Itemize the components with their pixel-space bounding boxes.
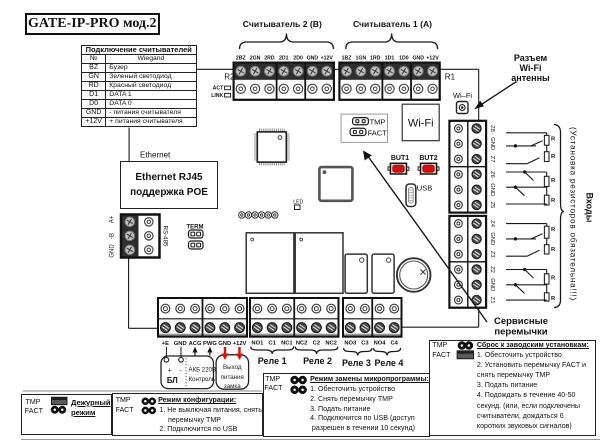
svg-text:LINK: LINK — [211, 93, 223, 99]
svg-text:C4: C4 — [390, 341, 398, 347]
svg-text:БЛ: БЛ — [167, 376, 178, 385]
svg-text:+: + — [168, 367, 172, 374]
svg-text:2GN: 2GN — [250, 55, 261, 61]
svg-text:2D1: 2D1 — [279, 55, 289, 61]
svg-text:Z6: Z6 — [489, 171, 495, 178]
svg-text:GND: GND — [489, 278, 495, 291]
svg-text:Z8: Z8 — [489, 125, 495, 132]
svg-text:NO3: NO3 — [344, 341, 357, 347]
svg-text:Z5: Z5 — [489, 202, 495, 209]
svg-text:R2: R2 — [224, 73, 235, 82]
svg-text:LED: LED — [293, 199, 303, 205]
svg-text:Z2: Z2 — [489, 266, 495, 273]
svg-text:Реле 4: Реле 4 — [375, 358, 404, 368]
svg-text:R: R — [551, 296, 556, 302]
svg-text:ACT: ACT — [213, 86, 224, 92]
svg-text:GND: GND — [489, 183, 495, 196]
svg-text:перемычки: перемычки — [494, 327, 547, 338]
svg-text:R: R — [551, 136, 556, 142]
svg-text:ACG: ACG — [189, 341, 202, 347]
svg-text:NC1: NC1 — [281, 341, 293, 347]
svg-text:NO4: NO4 — [374, 341, 387, 347]
svg-text:USB: USB — [417, 184, 432, 193]
svg-text:FACT: FACT — [368, 128, 388, 137]
svg-text:RS-485: RS-485 — [162, 226, 169, 248]
svg-text:1GN: 1GN — [356, 55, 367, 61]
svg-text:A+: A+ — [110, 215, 116, 223]
svg-text:GND: GND — [412, 55, 424, 61]
svg-text:-B: -B — [110, 233, 116, 239]
svg-text:антенны: антенны — [511, 73, 550, 83]
svg-text:TERM: TERM — [187, 224, 204, 230]
svg-text:C2: C2 — [313, 341, 320, 347]
svg-text:2D0: 2D0 — [293, 55, 303, 61]
svg-text:Реле 2: Реле 2 — [303, 356, 332, 366]
svg-text:TMP: TMP — [370, 118, 386, 127]
svg-text:2BZ: 2BZ — [236, 55, 247, 61]
svg-text:BUT2: BUT2 — [419, 155, 437, 162]
svg-text:Считыватель 1 (А): Считыватель 1 (А) — [353, 19, 432, 29]
svg-text:C3: C3 — [361, 341, 369, 347]
svg-text:Разъем: Разъем — [514, 53, 548, 63]
svg-text:R: R — [551, 276, 556, 282]
svg-text:R: R — [551, 227, 556, 233]
svg-text:R: R — [551, 247, 556, 253]
svg-text:NC2: NC2 — [325, 341, 337, 347]
svg-text:+E: +E — [162, 341, 169, 347]
svg-text:Ethernet: Ethernet — [140, 151, 171, 160]
svg-text:R: R — [551, 178, 556, 184]
svg-text:GND: GND — [174, 341, 187, 347]
svg-text:Z3: Z3 — [489, 251, 495, 258]
svg-text:Выход: Выход — [223, 364, 242, 371]
svg-text:питания: питания — [221, 374, 244, 381]
svg-text:1D1: 1D1 — [385, 55, 395, 61]
svg-text:Wi–Fi: Wi–Fi — [453, 91, 472, 100]
svg-text:+12V: +12V — [426, 55, 439, 61]
svg-text:Сервисные: Сервисные — [494, 316, 548, 327]
svg-text:Z7: Z7 — [489, 156, 495, 163]
svg-text:(Установка резисторов обязател: (Установка резисторов обязательна!!!) — [569, 127, 578, 301]
svg-text:Входы: Входы — [585, 193, 595, 223]
svg-text:NO1: NO1 — [251, 341, 264, 347]
svg-text:Контроль: Контроль — [189, 376, 215, 383]
svg-text:2RD: 2RD — [264, 55, 275, 61]
svg-text:GND: GND — [489, 232, 495, 245]
svg-text:1D0: 1D0 — [399, 55, 409, 61]
svg-text:1BZ: 1BZ — [342, 55, 353, 61]
svg-text:Wi-Fi: Wi-Fi — [408, 118, 434, 130]
svg-text:Реле 3: Реле 3 — [342, 358, 371, 368]
svg-text:PWG: PWG — [203, 341, 217, 347]
svg-text:+12V: +12V — [233, 341, 247, 347]
svg-text:Z1: Z1 — [489, 297, 495, 304]
svg-text:Wi-Fi: Wi-Fi — [520, 63, 542, 73]
svg-text:1RD: 1RD — [370, 55, 381, 61]
svg-text:R: R — [551, 198, 556, 204]
svg-text:+12V: +12V — [321, 55, 334, 61]
svg-text:GND: GND — [307, 55, 319, 61]
svg-text:GND: GND — [110, 244, 116, 258]
svg-text:-: - — [179, 368, 182, 375]
svg-text:GND: GND — [218, 341, 231, 347]
svg-text:GND: GND — [489, 137, 495, 150]
svg-text:замка: замка — [224, 383, 241, 390]
svg-text:R: R — [551, 154, 556, 160]
svg-text:C1: C1 — [268, 341, 276, 347]
svg-text:R1: R1 — [445, 73, 456, 82]
svg-text:BUT1: BUT1 — [391, 155, 409, 162]
svg-text:Реле 1: Реле 1 — [258, 356, 287, 366]
svg-text:Считыватель 2 (В): Считыватель 2 (В) — [243, 19, 322, 29]
svg-text:Z4: Z4 — [489, 220, 495, 228]
svg-text:АКБ 220В: АКБ 220В — [189, 366, 217, 373]
svg-text:NC2: NC2 — [296, 341, 308, 347]
